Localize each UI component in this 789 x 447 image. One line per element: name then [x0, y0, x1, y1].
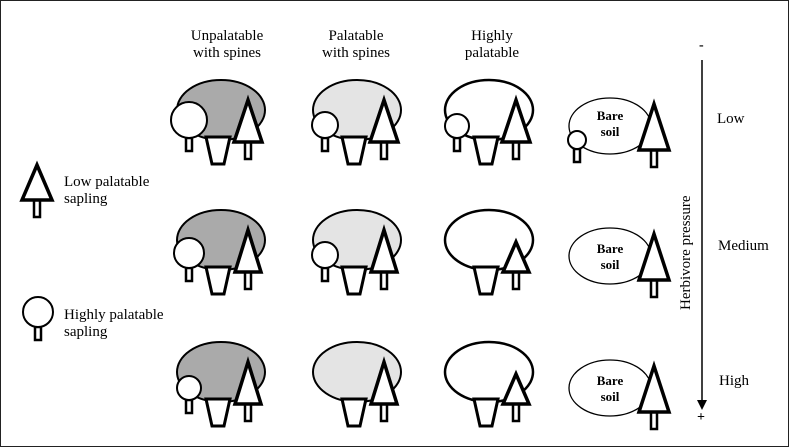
column-header-line: Highly — [471, 28, 513, 44]
low-palatable-sapling — [231, 94, 265, 144]
shrub-trunk — [204, 135, 232, 166]
highly-palatable-sapling-stem — [320, 136, 330, 153]
legend-triangle-icon-trunk — [32, 198, 42, 219]
low-palatable-sapling-trunk — [649, 148, 659, 169]
highly-palatable-sapling — [170, 101, 208, 139]
low-palatable-sapling-trunk — [379, 270, 389, 291]
bare-soil-line: Bare — [596, 108, 624, 123]
low-palatable-sapling-trunk — [511, 140, 521, 161]
bare-soil-line: soil — [600, 256, 620, 272]
bare-soil-label-low: Bare soil — [590, 108, 630, 139]
highly-palatable-sapling-stem — [184, 136, 194, 153]
low-palatable-sapling — [636, 360, 672, 414]
highly-palatable-sapling — [311, 241, 339, 269]
column-header-line: Palatable — [328, 28, 384, 44]
low-palatable-sapling — [232, 224, 264, 274]
bare-soil-label-high: Bare soil — [590, 373, 630, 404]
legend-line: sapling — [64, 191, 108, 208]
highly-palatable-sapling-stem — [184, 398, 194, 415]
highly-palatable-sapling — [567, 130, 587, 150]
shrub-trunk — [340, 135, 368, 166]
low-palatable-sapling — [636, 98, 672, 152]
low-palatable-sapling — [636, 228, 672, 282]
bare-soil-label-medium: Bare soil — [590, 241, 630, 272]
legend-line: Highly palatable — [64, 307, 164, 323]
shrub-trunk — [472, 397, 500, 428]
shrub-trunk — [472, 135, 500, 166]
level-label-high: High — [719, 373, 749, 389]
bare-soil-line: soil — [600, 123, 620, 139]
low-palatable-sapling-trunk — [379, 402, 389, 423]
bare-soil-line: soil — [600, 388, 620, 404]
highly-palatable-sapling-stem — [184, 266, 194, 283]
low-palatable-sapling-trunk — [379, 140, 389, 161]
highly-palatable-sapling-stem — [452, 136, 462, 153]
shrub-trunk — [340, 397, 368, 428]
low-palatable-sapling — [368, 356, 400, 406]
low-palatable-sapling — [368, 224, 400, 274]
low-palatable-sapling-trunk — [511, 402, 521, 423]
legend-circle-icon — [22, 296, 54, 328]
bare-soil-line: Bare — [596, 241, 624, 256]
shrub-trunk — [340, 265, 368, 296]
column-header-palatable: Palatable with spines — [301, 28, 411, 63]
column-header-unpalatable: Unpalatable with spines — [172, 28, 282, 63]
highly-palatable-sapling — [444, 113, 470, 139]
level-label-medium: Medium — [718, 238, 769, 254]
highly-palatable-sapling — [176, 375, 202, 401]
axis-arrowhead — [697, 400, 707, 410]
column-header-highly-palatable: Highly palatable — [437, 28, 547, 63]
low-palatable-sapling-trunk — [649, 278, 659, 299]
axis-plus-sign: + — [697, 410, 705, 425]
level-label-low: Low — [717, 111, 745, 127]
bare-soil-line: Bare — [596, 373, 624, 388]
low-palatable-sapling — [500, 369, 532, 406]
shrub-trunk — [472, 265, 500, 296]
low-palatable-sapling — [232, 356, 264, 406]
highly-palatable-sapling — [173, 237, 205, 269]
legend-line: sapling — [64, 324, 108, 341]
highly-palatable-sapling-stem — [572, 147, 582, 164]
legend-triangle-label: Low palatable sapling — [64, 174, 149, 209]
legend-circle-icon-stem — [33, 325, 43, 342]
axis-title: Herbivore pressure — [678, 195, 694, 310]
low-palatable-sapling-trunk — [243, 140, 253, 161]
shrub-trunk — [204, 265, 232, 296]
legend-line: Low palatable — [64, 174, 150, 190]
axis-minus-sign: - — [699, 38, 704, 53]
highly-palatable-sapling — [311, 111, 339, 139]
low-palatable-sapling-trunk — [243, 402, 253, 423]
herbivore-pressure-axis — [697, 60, 707, 410]
low-palatable-sapling — [500, 237, 532, 274]
legend-triangle-icon — [19, 160, 55, 202]
column-header-line: with spines — [193, 45, 261, 62]
highly-palatable-sapling-stem — [320, 266, 330, 283]
column-header-line: palatable — [464, 45, 520, 62]
low-palatable-sapling-trunk — [243, 270, 253, 291]
low-palatable-sapling-trunk — [649, 410, 659, 431]
legend-circle-label: Highly palatable sapling — [64, 307, 164, 342]
low-palatable-sapling-trunk — [511, 270, 521, 291]
low-palatable-sapling — [499, 94, 533, 144]
low-palatable-sapling — [367, 94, 401, 144]
shrub-trunk — [204, 397, 232, 428]
column-header-line: with spines — [322, 45, 390, 62]
column-header-line: Unpalatable — [190, 28, 264, 44]
